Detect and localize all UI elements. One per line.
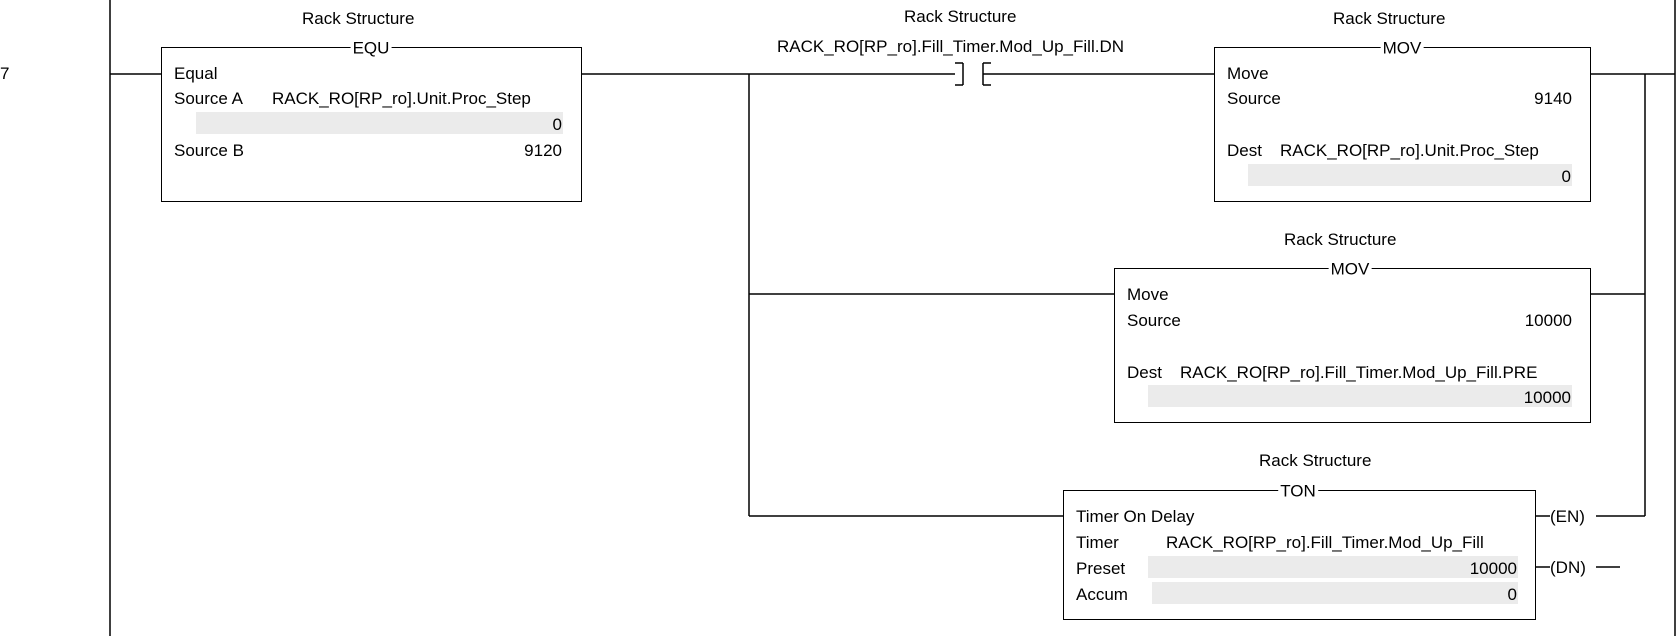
equ-source-a-tag[interactable]: RACK_RO[RP_ro].Unit.Proc_Step <box>272 89 531 108</box>
mov1-scope-label: Rack Structure <box>1333 9 1446 28</box>
mov2-source-label: Source <box>1127 311 1181 330</box>
xic-tag[interactable]: RACK_RO[RP_ro].Fill_Timer.Mod_Up_Fill.DN <box>777 37 1125 56</box>
equ-scope-label: Rack Structure <box>302 9 415 28</box>
equ-source-a-value-field <box>196 112 563 134</box>
ton-preset-field <box>1148 556 1518 578</box>
ton-preset-label: Preset <box>1076 559 1126 578</box>
mov2-dest-tag[interactable]: RACK_RO[RP_ro].Fill_Timer.Mod_Up_Fill.PR… <box>1180 363 1538 382</box>
equ-mnemonic: EQU <box>350 38 392 58</box>
ton-timer-label: Timer <box>1076 533 1119 552</box>
ton-name: Timer On Delay <box>1076 507 1195 526</box>
xic-scope-label: Rack Structure <box>904 7 1017 26</box>
mov2-name: Move <box>1127 285 1169 304</box>
mov1-name: Move <box>1227 64 1269 83</box>
mov2-dest-value-field <box>1148 385 1572 407</box>
ton-accum-label: Accum <box>1076 585 1128 604</box>
xic-contact-icon[interactable] <box>950 60 996 90</box>
ton-accum-field <box>1152 582 1518 604</box>
ton-mnemonic: TON <box>1278 481 1318 501</box>
mov1-mnemonic: MOV <box>1380 38 1424 58</box>
mov2-dest-value: 10000 <box>1523 388 1571 407</box>
ton-accum-value[interactable]: 0 <box>1507 585 1517 604</box>
mov1-source-value[interactable]: 9140 <box>1534 89 1572 108</box>
rung-number: 7 <box>0 64 10 83</box>
mov1-dest-value-field <box>1248 164 1572 186</box>
mov1-dest-tag[interactable]: RACK_RO[RP_ro].Unit.Proc_Step <box>1280 141 1539 160</box>
ton-en-label: EN <box>1555 507 1580 526</box>
ton-dn-output: (DN) <box>1550 558 1586 577</box>
mov2-dest-label: Dest <box>1127 363 1162 382</box>
ton-en-output: (EN) <box>1550 507 1585 526</box>
equ-source-b-value[interactable]: 9120 <box>524 141 562 160</box>
mov1-dest-label: Dest <box>1227 141 1262 160</box>
ton-timer-tag[interactable]: RACK_RO[RP_ro].Fill_Timer.Mod_Up_Fill <box>1166 533 1484 552</box>
mov1-dest-value: 0 <box>1561 167 1571 186</box>
mov2-mnemonic: MOV <box>1328 259 1372 279</box>
ton-dn-label: DN <box>1555 558 1581 577</box>
mov2-source-value[interactable]: 10000 <box>1524 311 1572 330</box>
mov1-source-label: Source <box>1227 89 1281 108</box>
ton-scope-label: Rack Structure <box>1259 451 1372 470</box>
mov2-scope-label: Rack Structure <box>1284 230 1397 249</box>
equ-name: Equal <box>174 64 218 83</box>
equ-source-b-label: Source B <box>174 141 244 160</box>
equ-source-a-value: 0 <box>552 115 562 134</box>
ton-preset-value[interactable]: 10000 <box>1469 559 1517 578</box>
equ-source-a-label: Source A <box>174 89 243 108</box>
